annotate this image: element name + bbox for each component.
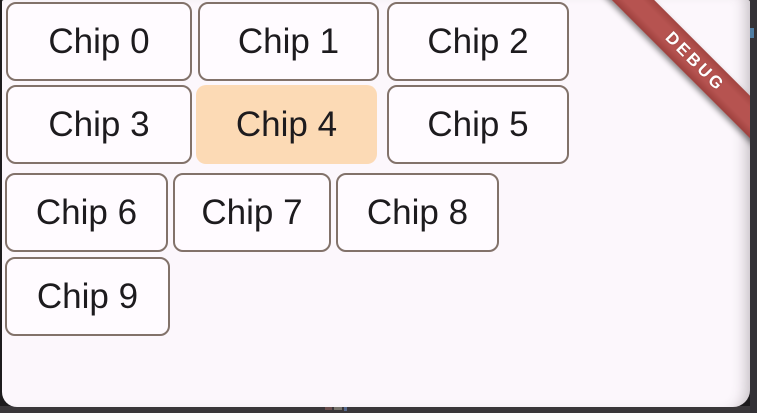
chip-row-2: Chip 3 Chip 4 Chip 5 [2,85,750,164]
chip-5[interactable]: Chip 5 [387,85,569,164]
chip-7[interactable]: Chip 7 [173,173,331,252]
chip-1[interactable]: Chip 1 [198,2,379,81]
chip-4[interactable]: Chip 4 [196,85,377,164]
chip-0[interactable]: Chip 0 [6,2,192,81]
chip-6[interactable]: Chip 6 [5,173,168,252]
window-right-edge [750,0,757,413]
chip-8[interactable]: Chip 8 [336,173,499,252]
taskbar-icon-sliver [334,407,342,410]
scroll-indicator [750,28,754,38]
app-window: Chip 0 Chip 1 Chip 2 Chip 3 Chip 4 Chip … [2,0,750,407]
chip-row-1: Chip 0 Chip 1 Chip 2 [2,2,750,81]
taskbar-edge [0,406,757,413]
chip-row-4: Chip 9 [2,257,750,336]
chip-3[interactable]: Chip 3 [6,85,192,164]
taskbar-icon-sliver [344,407,347,411]
chip-9[interactable]: Chip 9 [5,257,170,336]
chip-grid: Chip 0 Chip 1 Chip 2 Chip 3 Chip 4 Chip … [2,0,750,336]
chip-row-3: Chip 6 Chip 7 Chip 8 [2,173,750,252]
chip-2[interactable]: Chip 2 [387,2,569,81]
taskbar-icon-sliver [325,407,332,410]
